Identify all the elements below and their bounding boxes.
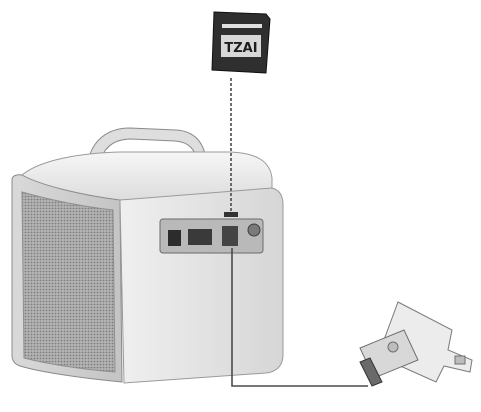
power-button [248, 224, 260, 236]
speaker-grille [22, 192, 115, 372]
audio-port [168, 230, 181, 246]
portable-speaker-icon [12, 128, 283, 383]
usb-port [222, 226, 238, 246]
speaker-side-face [120, 188, 283, 383]
sd-slot [224, 212, 238, 217]
hdmi-port [188, 229, 212, 245]
usb-flash-drive-icon [360, 302, 472, 386]
sd-card-label: TZAI [224, 41, 257, 56]
